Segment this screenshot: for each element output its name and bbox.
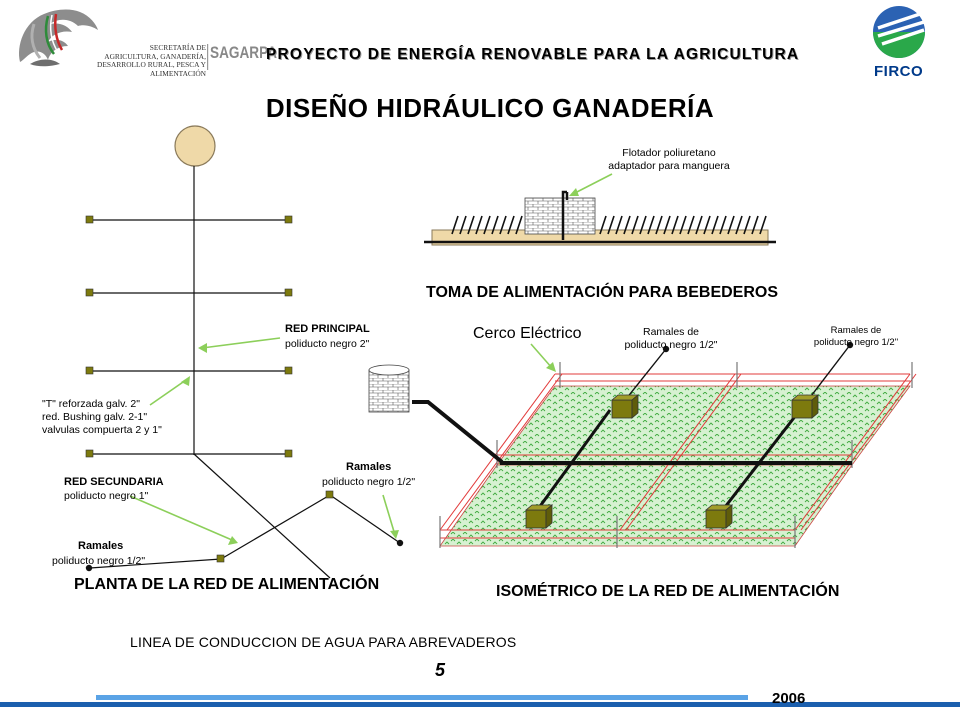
iso-caption: ISOMÉTRICO DE LA RED DE ALIMENTACIÓN bbox=[496, 583, 840, 600]
footer-description: LINEA DE CONDUCCION DE AGUA PARA ABREVAD… bbox=[130, 634, 517, 650]
agency-line-3: DESARROLLO RURAL, PESCA Y ALIMENTACIÓN bbox=[97, 60, 206, 78]
plan-network bbox=[85, 125, 404, 579]
ramales-label-right: Ramales bbox=[346, 461, 392, 473]
t-fitting-spec: "T" reforzada galv. 2" red. Bushing galv… bbox=[42, 398, 162, 437]
branch-lines bbox=[90, 219, 289, 455]
plan-caption: PLANTA DE LA RED DE ALIMENTACIÓN bbox=[74, 576, 380, 593]
toma-caption: TOMA DE ALIMENTACIÓN PARA BEBEDEROS bbox=[426, 284, 779, 301]
leader-lines bbox=[129, 337, 396, 541]
header-title: PROYECTO DE ENERGÍA RENOVABLE PARA LA AG… bbox=[266, 46, 800, 63]
storage-tank-top-view bbox=[174, 125, 216, 167]
flotador-label: Flotador poliuretano adaptador para mang… bbox=[600, 147, 738, 173]
red-principal-spec: poliducto negro 2" bbox=[285, 338, 370, 350]
ramales-iso-label-1: Ramales de poliducto negro 1/2" bbox=[612, 326, 730, 352]
footer-bar-dark bbox=[0, 702, 960, 707]
ramales-iso-label-2: Ramales de poliducto negro 1/2" bbox=[804, 325, 908, 349]
agency-line-1: SECRETARÍA DE bbox=[149, 43, 206, 52]
firco-logo bbox=[873, 6, 925, 58]
fence-posts bbox=[439, 362, 913, 548]
agency-line-2: AGRICULTURA, GANADERÍA, bbox=[104, 51, 206, 61]
t-fitting-line-3: valvulas compuerta 2 y 1" bbox=[42, 424, 162, 436]
ramales-iso-2-line-2: poliducto negro 1/2" bbox=[813, 337, 899, 348]
footer-bar-light bbox=[96, 695, 748, 700]
main-title: DISEÑO HIDRÁULICO GANADERÍA bbox=[265, 93, 715, 123]
trough-markers bbox=[85, 215, 293, 458]
ramales-label-left: Ramales bbox=[78, 540, 124, 552]
sagarpa-eagle-logo bbox=[19, 9, 209, 70]
footer-year: 2006 bbox=[772, 690, 806, 707]
t-fitting-line-2: red. Bushing galv. 2-1" bbox=[42, 411, 148, 423]
t-fitting-line-1: "T" reforzada galv. 2" bbox=[42, 398, 140, 410]
red-principal-label: RED PRINCIPAL bbox=[285, 323, 370, 335]
isometric-network bbox=[368, 341, 917, 548]
ramales-iso-1-line-2: poliducto negro 1/2" bbox=[624, 339, 718, 351]
cerco-label: Cerco Eléctrico bbox=[473, 325, 582, 342]
ramales-iso-2-line-1: Ramales de bbox=[830, 325, 882, 336]
page-number: 5 bbox=[435, 660, 446, 680]
red-secundaria-spec: poliducto negro 1" bbox=[64, 490, 149, 502]
secondary-line bbox=[193, 453, 331, 579]
red-secundaria-label: RED SECUNDARIA bbox=[64, 476, 164, 488]
elevated-tank bbox=[368, 364, 410, 413]
flotador-line-2: adaptador para manguera bbox=[608, 160, 730, 172]
secondary-pipes bbox=[528, 409, 802, 521]
float-pipe bbox=[561, 190, 567, 240]
lateral-line bbox=[89, 494, 401, 569]
trough-brick bbox=[524, 197, 596, 235]
iso-troughs bbox=[524, 394, 820, 529]
grass-tufts bbox=[451, 215, 767, 235]
ramales-iso-1-line-1: Ramales de bbox=[642, 326, 700, 338]
agency-short-name: SAGARPA bbox=[210, 43, 277, 62]
agency-name: SECRETARÍA DE AGRICULTURA, GANADERÍA, DE… bbox=[40, 43, 206, 78]
firco-label: FIRCO bbox=[874, 63, 924, 80]
ramales-spec-right: poliducto negro 1/2" bbox=[322, 476, 416, 488]
ramales-spec-left: poliducto negro 1/2" bbox=[52, 555, 146, 567]
flotador-line-1: Flotador poliuretano bbox=[622, 147, 716, 159]
toma-elevation bbox=[424, 173, 776, 246]
